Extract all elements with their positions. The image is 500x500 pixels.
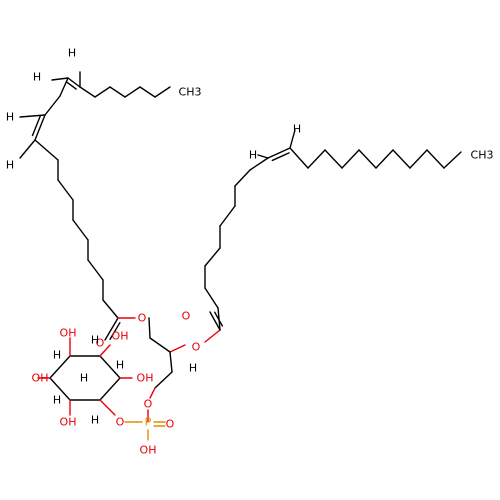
chain-b-carbonyl-oxygen: O xyxy=(182,310,191,323)
chain-a-vinyl-h1: H xyxy=(33,71,41,84)
inositol-h-c1: H xyxy=(91,414,99,427)
vinyl-h-bond xyxy=(289,129,296,149)
inositol-ring-bond xyxy=(99,355,121,379)
glycerol-sn3-oxygen: O xyxy=(144,398,153,411)
chain-a-terminal-methyl: CH3 xyxy=(179,86,202,99)
inositol-oh-c3: OH xyxy=(112,330,129,343)
inositol-oh-c2: OH xyxy=(137,372,154,385)
glycerol-o-bond xyxy=(149,387,156,399)
inositol-ring-bond xyxy=(49,355,71,379)
chain-a-tail-bond xyxy=(139,86,156,98)
chain-b-tail-bond xyxy=(443,151,462,169)
vinyl-h-bond xyxy=(257,154,269,159)
inositol-h-c2: H xyxy=(116,359,124,372)
chain-a-carbonyl-oxygen: O xyxy=(96,337,105,350)
chain-b-tail-bond xyxy=(324,149,343,169)
chain-b-tail-bond xyxy=(426,149,445,169)
vinyl-h-bond xyxy=(19,139,36,159)
chain-a-vinyl-h4: H xyxy=(6,159,14,172)
glycerol-bond xyxy=(148,317,151,339)
inositol-h-c5: H xyxy=(80,372,88,385)
chain-b-tail-bond xyxy=(375,149,394,169)
inositol-ring-bond xyxy=(49,377,71,401)
chain-a-tail-bond xyxy=(79,86,96,98)
chain-b-terminal-methyl: CH3 xyxy=(471,149,494,162)
glycerol-o-bond xyxy=(169,344,186,353)
chain-b-tail-bond xyxy=(358,149,377,169)
chain-a-carbonyl-inner xyxy=(109,321,121,341)
inositol-ring-bond xyxy=(99,377,121,401)
chain-a-cis-double-bond-1-inner xyxy=(66,81,77,90)
chain-a-bond xyxy=(34,139,59,161)
glycerol-stereo-h: H xyxy=(189,362,197,375)
vinyl-h-bond xyxy=(51,77,69,81)
inositol-oh-c6: OH xyxy=(60,416,77,429)
glycerol-bond xyxy=(154,371,173,389)
bond-layer xyxy=(19,71,462,441)
chain-b-tail-bond xyxy=(307,149,326,169)
chain-a-tail-bond xyxy=(154,86,171,98)
chain-a-cis-double-bond-2 xyxy=(34,114,46,141)
chain-a-carbonyl xyxy=(104,317,119,341)
chain-b-bond xyxy=(234,169,251,187)
inositol-h-c4: H xyxy=(53,349,61,362)
chain-b-bond xyxy=(219,205,236,227)
chain-b-carbonyl xyxy=(209,311,221,331)
chain-a-bond xyxy=(59,77,69,97)
chain-b-ester-bond xyxy=(204,329,221,343)
chain-a-tail-bond xyxy=(124,86,141,98)
chain-a-bond xyxy=(87,259,104,281)
chain-a-tail-bond xyxy=(94,86,111,98)
phosphate-hydroxyl: OH xyxy=(140,444,157,457)
chain-a-cis-double-bond-1 xyxy=(67,77,81,88)
glycerol-sn2-oxygen: O xyxy=(192,341,201,354)
chain-b-bond xyxy=(204,287,219,309)
inositol-h-c6: H xyxy=(53,394,61,407)
chain-b-vinyl-h2: H xyxy=(293,123,301,136)
chain-b-tail-bond xyxy=(392,149,411,169)
inositol-linking-oxygen: O xyxy=(116,416,125,429)
vinyl-h-bond xyxy=(19,114,46,118)
glycerol-bond xyxy=(169,351,173,373)
chain-b-tail-bond xyxy=(341,149,360,169)
inositol-oh-c5: OH xyxy=(32,372,49,385)
chain-a-bond xyxy=(57,179,74,201)
chain-b-cis-double-bond-inner xyxy=(271,152,290,162)
chain-b-bond xyxy=(249,157,269,171)
chain-a-ester-oxygen: O xyxy=(138,312,147,325)
chain-a-bond xyxy=(102,299,119,319)
glycerol-bond xyxy=(149,337,171,353)
chain-a-tail-bond xyxy=(109,86,126,98)
chain-a-vinyl-h3: H xyxy=(6,111,14,124)
chain-b-vinyl-h1: H xyxy=(249,149,257,162)
phosphorus-atom: P xyxy=(145,416,152,429)
chain-b-cis-double-bond xyxy=(267,147,291,159)
chain-a-bond xyxy=(72,219,89,241)
chain-a-cis-double-bond-2-inner xyxy=(31,115,41,137)
chain-b-bond xyxy=(217,307,221,331)
inositol-oh-bond xyxy=(99,344,111,357)
inositol-h-c3: H xyxy=(91,334,99,347)
phosphate-oxo-oxygen: O xyxy=(166,418,175,431)
inositol-oh-c4: OH xyxy=(60,327,77,340)
chain-b-tail-bond xyxy=(409,149,428,169)
chain-a-bond xyxy=(44,95,61,116)
inositol-c1-o-bond xyxy=(99,399,116,416)
chain-b-bond xyxy=(204,247,221,267)
chain-a-vinyl-h2: H xyxy=(68,47,76,60)
chain-b-tail-bond xyxy=(289,147,309,169)
